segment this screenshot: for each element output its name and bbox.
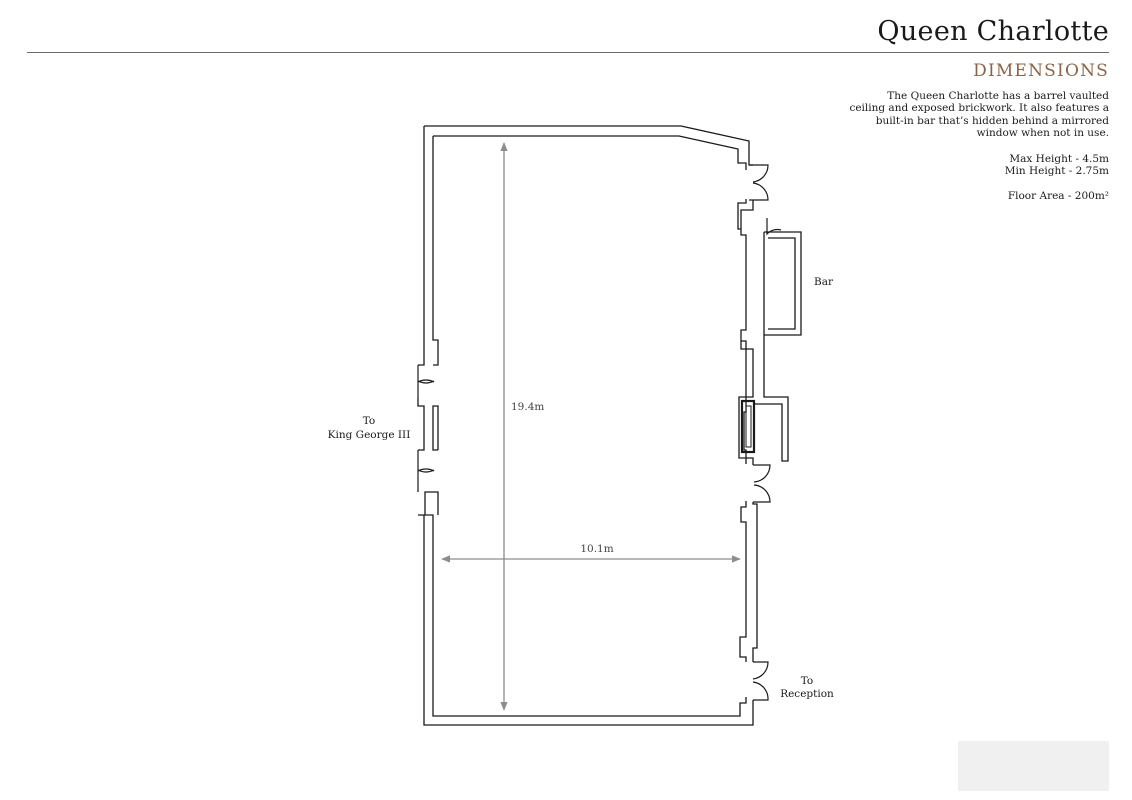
floor-area: Floor Area - 200m² <box>1007 190 1109 203</box>
max-height: Max Height - 4.5m <box>1009 152 1109 165</box>
room-description: The Queen Charlotte has a barrel vaulted… <box>849 90 1109 203</box>
bar-enclosure <box>753 231 802 462</box>
dimension-lines <box>441 142 741 711</box>
bar-label: Bar <box>814 276 834 288</box>
page-title: Queen Charlotte <box>877 16 1109 47</box>
door-top-right <box>749 164 769 201</box>
doors <box>417 164 782 701</box>
length-label: 19.4m <box>511 401 544 413</box>
reception-label-line1: To <box>801 675 814 687</box>
description-text: The Queen Charlotte has a barrel vaulted… <box>849 90 1109 140</box>
king-george-label-line2: King George III <box>328 429 411 441</box>
walls <box>417 125 802 726</box>
header-divider <box>27 52 1109 53</box>
outer-wall <box>417 125 758 726</box>
inner-wall <box>424 135 747 717</box>
corner-panel <box>958 741 1109 791</box>
min-height: Min Height - 2.75m <box>1004 165 1109 178</box>
king-george-label-line1: To <box>363 415 376 427</box>
width-label: 10.1m <box>580 543 613 555</box>
door-bar <box>766 218 782 236</box>
section-title: DIMENSIONS <box>973 61 1109 81</box>
door-reception <box>752 661 769 701</box>
door-king-george-lower <box>417 450 435 490</box>
door-right-middle <box>753 464 771 503</box>
reception-label-line2: Reception <box>780 688 834 700</box>
mirrored-window <box>740 399 756 454</box>
door-king-george-upper <box>417 365 435 398</box>
